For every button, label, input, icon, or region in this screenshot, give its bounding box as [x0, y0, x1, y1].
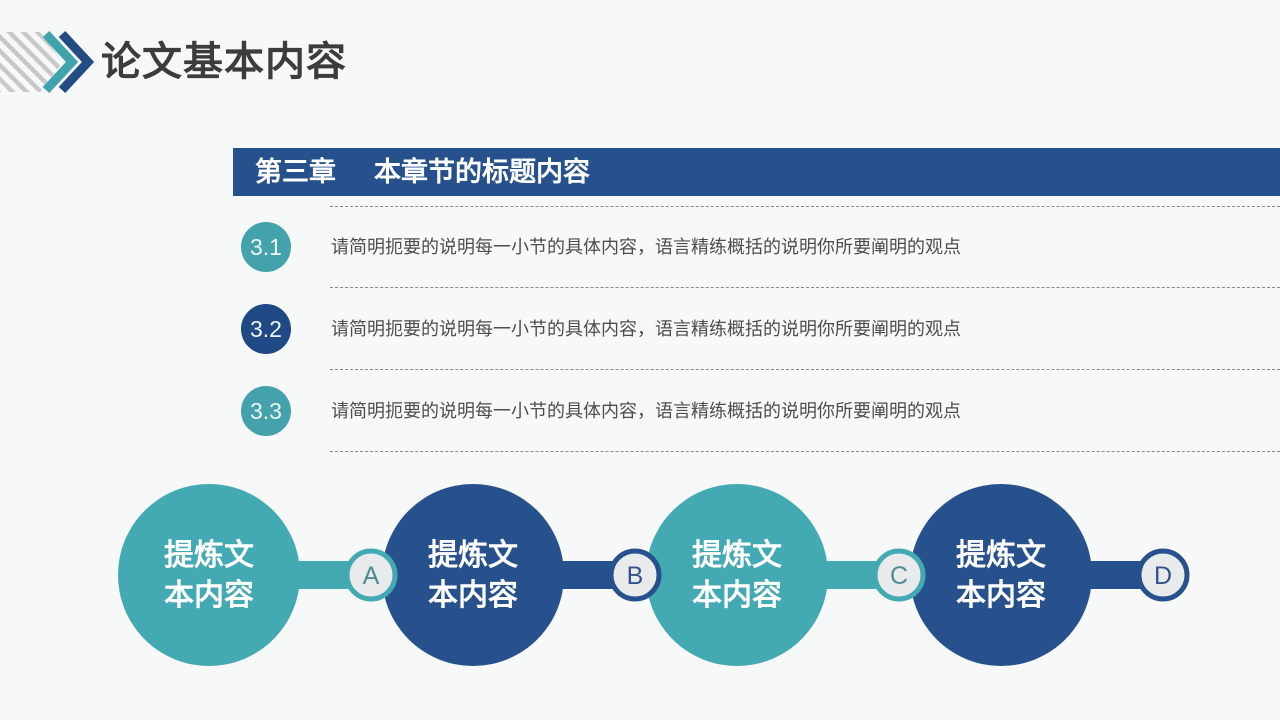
slide-header: 论文基本内容 — [0, 26, 1280, 98]
section-description: 请简明扼要的说明每一小节的具体内容，语言精练概括的说明你所要阐明的观点 — [331, 319, 961, 339]
flow-node-label-line2: 本内容 — [692, 579, 782, 612]
flow-node-label-line1: 提炼文 — [428, 538, 518, 572]
flow-node-labels: 提炼文 本内容 提炼文 本内容 提炼文 本内容 提炼文 本内容 — [164, 538, 1046, 612]
section-number-badge: 3.2 — [241, 304, 291, 354]
section-description: 请简明扼要的说明每一小节的具体内容，语言精练概括的说明你所要阐明的观点 — [331, 237, 961, 257]
row-divider-top — [330, 206, 1280, 207]
flow-badge-b[interactable]: B — [608, 548, 662, 602]
row-divider-bottom — [330, 369, 1280, 370]
process-flow-diagram: 提炼文 本内容 提炼文 本内容 提炼文 本内容 提炼文 本内容 A B — [0, 470, 1280, 690]
chapter-number: 第三章 — [255, 157, 336, 187]
flow-node-label-line1: 提炼文 — [164, 538, 254, 572]
flow-node-2[interactable] — [382, 484, 564, 666]
chapter-title-text: 第三章 本章节的标题内容 — [255, 148, 590, 196]
flow-badge-a-letter: A — [363, 562, 380, 590]
row-divider-bottom — [330, 287, 1280, 288]
list-item[interactable]: 3.1 请简明扼要的说明每一小节的具体内容，语言精练概括的说明你所要阐明的观点 — [0, 206, 1280, 288]
flow-badge-b-letter: B — [627, 562, 644, 590]
chapter-title-bar: 第三章 本章节的标题内容 — [233, 148, 1280, 196]
list-item[interactable]: 3.3 请简明扼要的说明每一小节的具体内容，语言精练概括的说明你所要阐明的观点 — [0, 370, 1280, 452]
flow-node-3[interactable] — [646, 484, 828, 666]
page-title: 论文基本内容 — [101, 40, 347, 84]
flow-nodes — [118, 484, 1092, 666]
section-number-badge: 3.1 — [241, 222, 291, 272]
section-number-badge: 3.3 — [241, 386, 291, 436]
flow-node-label-line2: 本内容 — [956, 579, 1046, 612]
flow-badge-d[interactable]: D — [1136, 548, 1190, 602]
chapter-heading: 本章节的标题内容 — [374, 157, 590, 187]
flow-node-label-line1: 提炼文 — [692, 538, 782, 572]
flow-node-4[interactable] — [910, 484, 1092, 666]
chevron-stripes-decoration-icon — [0, 26, 100, 98]
section-description: 请简明扼要的说明每一小节的具体内容，语言精练概括的说明你所要阐明的观点 — [331, 401, 961, 421]
flow-badge-d-letter: D — [1154, 562, 1172, 590]
flow-node-label-line2: 本内容 — [164, 579, 254, 612]
flow-node-1[interactable] — [118, 484, 300, 666]
flow-badge-c[interactable]: C — [872, 548, 926, 602]
flow-node-label-line1: 提炼文 — [956, 538, 1046, 572]
section-list: 3.1 请简明扼要的说明每一小节的具体内容，语言精练概括的说明你所要阐明的观点 … — [0, 206, 1280, 476]
flow-badge-c-letter: C — [890, 562, 908, 590]
list-item[interactable]: 3.2 请简明扼要的说明每一小节的具体内容，语言精练概括的说明你所要阐明的观点 — [0, 288, 1280, 370]
row-divider-bottom — [330, 451, 1280, 452]
flow-badge-a[interactable]: A — [344, 548, 398, 602]
flow-node-label-line2: 本内容 — [428, 579, 518, 612]
flow-step-badges: A B C D — [344, 548, 1190, 602]
